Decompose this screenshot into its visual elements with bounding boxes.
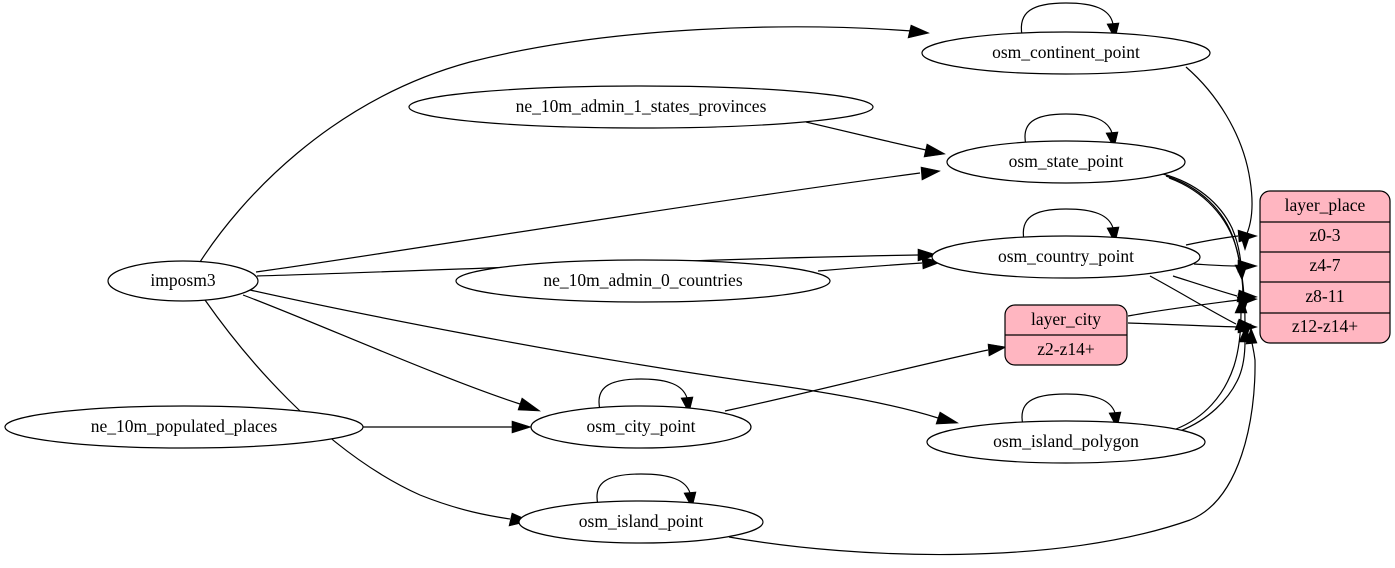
edge-osm_continent_point-to-layer_place-z0-3 <box>1185 66 1253 251</box>
edge-layer <box>199 2 1258 556</box>
node-imposm3[interactable]: imposm3 <box>107 260 259 302</box>
node-ne-10m-admin-1-states-provinces[interactable]: ne_10m_admin_1_states_provinces <box>408 85 874 129</box>
node-osm-continent-point[interactable]: osm_continent_point <box>921 31 1211 75</box>
edge-osm_island_point-to-layer_place-z12-z14+ <box>728 327 1258 556</box>
node-osm-island-point[interactable]: osm_island_point <box>518 500 764 544</box>
edge-osm_island_polygon-to-layer_place-z12-z14+ <box>1179 325 1252 432</box>
node-osm-island-polygon[interactable]: osm_island_polygon <box>926 420 1206 464</box>
node-osm-state-point[interactable]: osm_state_point <box>946 140 1186 184</box>
record-node-layer-city[interactable]: layer_city z2-z14+ <box>1004 304 1128 366</box>
node-osm-country-point[interactable]: osm_country_point <box>931 235 1201 279</box>
record-node-layer-place[interactable]: layer_place z0-3 z4-7 z8-11 z12-z14+ <box>1259 190 1391 344</box>
node-layer: imposm3 ne_10m_admin_1_states_provinces … <box>4 31 1211 544</box>
node-osm-city-point[interactable]: osm_city_point <box>530 405 752 449</box>
edge-osm_country_point-to-layer_place-z0-3 <box>1185 229 1258 246</box>
edge-ne_countries-to-osm_country_point <box>817 256 942 272</box>
edge-ne_populated-to-osm_city_point <box>363 420 532 434</box>
edge-imposm3-to-osm_continent_point <box>199 24 930 263</box>
node-ne-10m-populated-places[interactable]: ne_10m_populated_places <box>4 405 364 449</box>
edge-imposm3-to-osm_island_polygon <box>249 289 959 425</box>
edge-osm_island_polygon-to-layer_place-z8-11 <box>1175 296 1248 430</box>
edge-imposm3-to-osm_state_point <box>255 166 941 273</box>
edge-imposm3-to-osm_city_point <box>242 294 541 412</box>
edge-osm_city_point-to-layer_city <box>724 343 1007 412</box>
edge-ne_states-to-osm_state_point <box>805 121 946 158</box>
node-ne-10m-admin-0-countries[interactable]: ne_10m_admin_0_countries <box>455 259 831 303</box>
edge-osm_country_point-to-layer_place-z4-7 <box>1193 259 1258 273</box>
